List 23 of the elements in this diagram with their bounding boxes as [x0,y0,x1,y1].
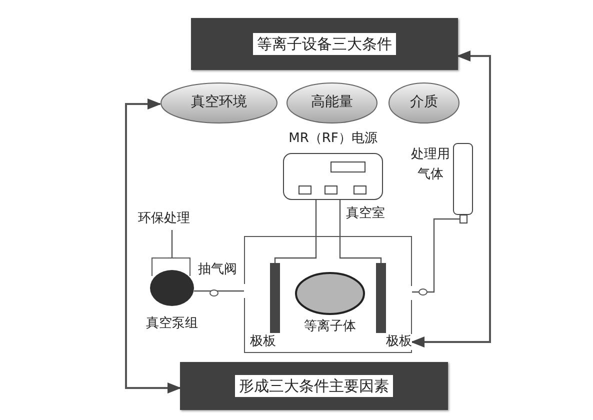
arrow [410,50,491,348]
ellipse-label: 高能量 [310,94,354,110]
banner-text: 等离子设备三大条件 [253,33,396,55]
process-label: 环保处理 [138,211,190,227]
plate-label: 极板 [250,334,276,350]
gas-label: 处理用气体 [411,146,450,184]
connector-line [274,200,317,263]
banner-text: 形成三大条件主要因素 [235,375,393,397]
title-banner [191,18,458,70]
power-supply-label: MR（RF）电源 [288,131,378,147]
pump-label: 真空泵组 [145,316,199,332]
plate-label: 极板 [386,334,412,350]
connector-line [412,218,460,293]
ellipse-label: 介质 [409,94,439,110]
arrow [125,98,182,394]
chamber-label: 真空室 [346,206,385,222]
title-banner [180,362,448,410]
ellipse-label: 真空环境 [190,94,248,110]
connector-line [194,290,244,292]
connector-line [339,200,382,263]
plasma-label: 等离子体 [303,319,357,335]
valve-label: 抽气阀 [198,262,237,278]
connector-line [171,230,173,258]
